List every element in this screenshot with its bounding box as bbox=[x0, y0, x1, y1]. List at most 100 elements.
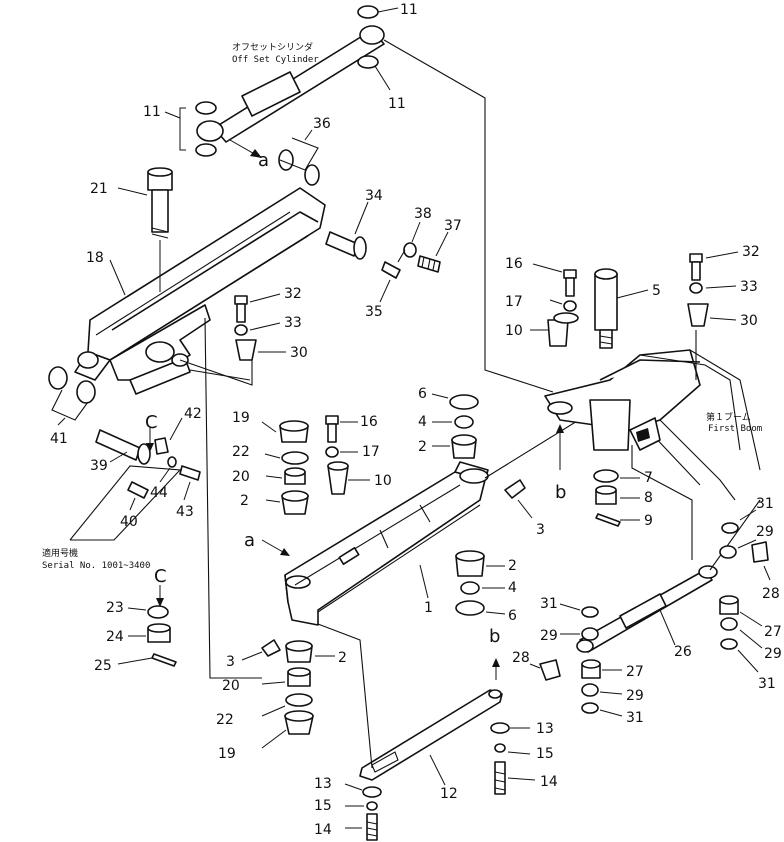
label-38: 38 bbox=[414, 206, 432, 222]
caption-boom-jp: 第１ブーム bbox=[706, 411, 751, 423]
label-12: 12 bbox=[440, 786, 458, 802]
label-2-d: 2 bbox=[338, 650, 347, 666]
letter-c-lower: C bbox=[154, 566, 167, 587]
washer-13-a bbox=[344, 783, 382, 798]
arrow-c-lower bbox=[156, 585, 164, 607]
label-19-b: 19 bbox=[218, 746, 236, 762]
label-33-r: 33 bbox=[740, 279, 758, 295]
main-boom-1 bbox=[284, 401, 609, 626]
label-42: 42 bbox=[184, 406, 202, 422]
washer-31-a bbox=[721, 509, 757, 534]
label-2-a: 2 bbox=[240, 493, 249, 509]
washers-36 bbox=[278, 129, 320, 186]
nut-8 bbox=[595, 485, 640, 505]
nut-29-a bbox=[719, 539, 757, 559]
washer-11-right bbox=[357, 55, 379, 69]
letter-c-upper: C bbox=[145, 412, 158, 433]
label-26: 26 bbox=[674, 644, 692, 660]
shim-6-b bbox=[455, 600, 506, 616]
pin-34 bbox=[325, 201, 369, 260]
grease-fitting-35 bbox=[379, 249, 406, 303]
label-32-r: 32 bbox=[742, 244, 760, 260]
label-3-a: 3 bbox=[536, 522, 545, 538]
label-14-b: 14 bbox=[540, 774, 558, 790]
nut-4-b bbox=[460, 581, 505, 595]
caption-boom-en: First Boom bbox=[708, 424, 762, 434]
label-32-mid: 32 bbox=[284, 286, 302, 302]
bushing-27-b bbox=[581, 659, 622, 679]
label-6-b: 6 bbox=[508, 608, 517, 624]
label-13-a: 13 bbox=[314, 776, 332, 792]
label-16-a: 16 bbox=[360, 414, 378, 430]
washer-23 bbox=[127, 605, 169, 619]
label-35: 35 bbox=[365, 304, 383, 320]
label-10-b: 10 bbox=[505, 323, 523, 339]
grease-fitting-3-b bbox=[241, 639, 281, 661]
bushing-27-a bbox=[719, 595, 763, 627]
label-19-a: 19 bbox=[232, 410, 250, 426]
label-9: 9 bbox=[644, 513, 653, 529]
label-5: 5 bbox=[652, 283, 661, 299]
washer-31-c bbox=[559, 603, 599, 618]
label-15-b: 15 bbox=[536, 746, 554, 762]
label-22-b: 22 bbox=[216, 712, 234, 728]
letter-b-lower: b bbox=[489, 626, 500, 647]
label-25: 25 bbox=[94, 658, 112, 674]
rod-12 bbox=[317, 623, 503, 786]
arrow-b-lower bbox=[492, 658, 500, 680]
label-30-mid: 30 bbox=[290, 345, 308, 361]
bolt-32-mid bbox=[234, 293, 281, 323]
washer-11-lower bbox=[195, 143, 217, 157]
label-31-b: 31 bbox=[758, 676, 776, 692]
plate-30-r bbox=[687, 303, 737, 327]
bushing-2-c bbox=[455, 550, 505, 577]
bushing-19-a bbox=[261, 420, 309, 443]
washer-44 bbox=[159, 456, 177, 483]
washer-11-upper bbox=[195, 101, 217, 115]
label-22-a: 22 bbox=[232, 444, 250, 460]
first-boom bbox=[544, 349, 761, 501]
letter-a-boom: a bbox=[244, 530, 255, 551]
label-44: 44 bbox=[150, 485, 168, 501]
washer-17-b bbox=[549, 299, 577, 312]
bushing-2-b bbox=[432, 434, 477, 459]
label-2-c: 2 bbox=[508, 558, 517, 574]
caption-offset-jp: オフセットシリンダ bbox=[232, 41, 313, 53]
washer-38 bbox=[403, 221, 421, 258]
bracket-arm-18 bbox=[74, 167, 326, 679]
washers-41 bbox=[48, 366, 96, 426]
label-18: 18 bbox=[86, 250, 104, 266]
bolt-43 bbox=[179, 465, 201, 501]
label-13-b: 13 bbox=[536, 721, 554, 737]
washer-13-b bbox=[490, 722, 530, 734]
label-2-b: 2 bbox=[418, 439, 427, 455]
label-1: 1 bbox=[424, 600, 433, 616]
label-21: 21 bbox=[90, 181, 108, 197]
label-11-left: 11 bbox=[143, 104, 161, 120]
bolt-16-a bbox=[325, 415, 358, 443]
arrow-b-upper bbox=[556, 424, 564, 470]
detail-c-bracket bbox=[69, 465, 182, 541]
washer-17-a bbox=[325, 446, 358, 458]
label-34: 34 bbox=[365, 188, 383, 204]
label-31-a: 31 bbox=[756, 496, 774, 512]
label-24: 24 bbox=[106, 629, 124, 645]
label-11-right: 11 bbox=[388, 96, 406, 112]
nut-4-a bbox=[432, 415, 474, 429]
letter-b-upper: b bbox=[555, 482, 566, 503]
nut-20-a bbox=[265, 467, 306, 485]
letter-a-top: a bbox=[258, 150, 269, 171]
label-17-a: 17 bbox=[362, 444, 380, 460]
label-27-a: 27 bbox=[764, 624, 782, 640]
bolt-14-a bbox=[345, 813, 378, 841]
label-33-mid: 33 bbox=[284, 315, 302, 331]
fitting-40 bbox=[127, 481, 149, 511]
label-30-r: 30 bbox=[740, 313, 758, 329]
label-4-b: 4 bbox=[508, 580, 517, 596]
label-20-b: 20 bbox=[222, 678, 240, 694]
bushing-19-b bbox=[261, 710, 314, 749]
bolt-16-b bbox=[532, 263, 577, 297]
label-7: 7 bbox=[644, 470, 653, 486]
nut-20-b bbox=[261, 667, 311, 687]
label-8: 8 bbox=[644, 490, 653, 506]
